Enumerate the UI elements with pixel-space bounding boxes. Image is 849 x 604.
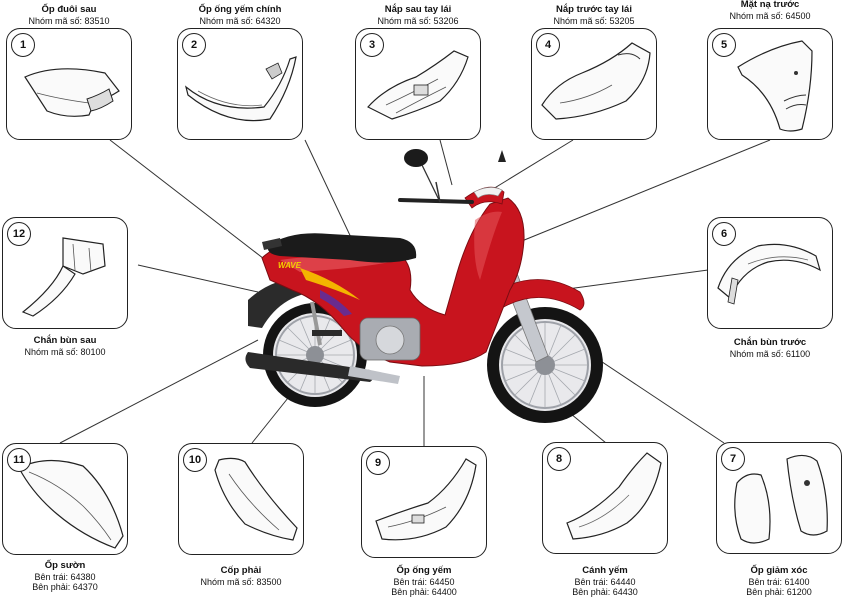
part-box-2: 2	[177, 28, 303, 140]
caption-3: Nắp sau tay lái Nhóm mã số: 53206	[355, 4, 481, 26]
part-title: Ốp giảm xóc	[750, 565, 808, 576]
part-number-badge: 3	[360, 33, 384, 57]
part-code: Nhóm mã số: 53205	[553, 15, 635, 26]
front-wheel	[487, 307, 603, 423]
caption-1: Ốp đuôi sau Nhóm mã số: 83510	[6, 4, 132, 26]
caption-9: Ốp ống yếm Bên trái: 64450 Bên phải: 644…	[361, 565, 487, 598]
caption-6: Chắn bùn trước Nhóm mã số: 61100	[707, 337, 833, 359]
part-title: Cánh yếm	[582, 565, 628, 576]
part-code: Nhóm mã số: 83500	[200, 576, 282, 587]
caption-2: Ốp ống yếm chính Nhóm mã số: 64320	[177, 4, 303, 26]
leader-line-5	[511, 139, 771, 246]
part-title: Ốp ống yếm	[396, 565, 452, 576]
part-title: Nắp trước tay lái	[556, 4, 632, 15]
part-code: Bên phải: 64370	[32, 582, 98, 592]
part-title: Ốp ống yếm chính	[198, 4, 282, 15]
caption-4: Nắp trước tay lái Nhóm mã số: 53205	[531, 4, 657, 26]
part-code: Nhóm mã số: 64500	[729, 10, 811, 21]
part-code: Bên trái: 64440	[574, 576, 636, 587]
part-code: Nhóm mã số: 53206	[377, 15, 459, 26]
leg-shield-wing-icon	[566, 452, 662, 540]
part-number-badge: 6	[712, 222, 736, 246]
caption-7: Ốp giảm xóc Bên trái: 61400 Bên phải: 61…	[716, 565, 842, 598]
leader-line-11	[59, 339, 259, 444]
part-title: Mặt nạ trước	[740, 0, 800, 10]
part-box-5: 5	[707, 28, 833, 140]
part-number-badge: 8	[547, 447, 571, 471]
side-body-cover-icon	[18, 459, 124, 549]
part-code: Nhóm mã số: 64320	[199, 15, 281, 26]
part-title: Ốp đuôi sau	[41, 4, 97, 15]
part-box-8: 8	[542, 442, 668, 554]
motorcycle-illustration: WAVE	[245, 149, 603, 423]
part-code: Bên phải: 64400	[391, 587, 457, 597]
part-title: Ốp sườn	[44, 560, 86, 571]
leader-line-10	[251, 397, 289, 444]
part-title: Chắn bùn sau	[33, 335, 97, 346]
rear-fender-icon	[21, 237, 106, 317]
part-code: Bên trái: 61400	[748, 576, 810, 587]
part-box-10: 10	[178, 443, 304, 555]
part-number-badge: 1	[11, 33, 35, 57]
part-number-badge: 12	[7, 222, 31, 246]
part-title: Chắn bùn trước	[733, 337, 807, 348]
part-number-badge: 5	[712, 33, 736, 57]
front-fender-icon	[717, 243, 821, 305]
part-number-badge: 11	[7, 448, 31, 472]
part-box-1: 1	[6, 28, 132, 140]
rear-tail-cover-icon	[24, 68, 120, 117]
shock-cover-icon	[734, 454, 828, 544]
front-handlebar-cover-icon	[541, 42, 651, 120]
leader-line-1	[109, 139, 269, 263]
leader-line-6	[559, 269, 709, 291]
part-code: Bên trái: 64450	[393, 576, 455, 587]
part-title: Nắp sau tay lái	[384, 4, 452, 15]
leader-line-3	[439, 139, 453, 186]
part-box-7: 7	[716, 442, 842, 554]
front-mask-icon	[737, 40, 813, 132]
svg-text:WAVE: WAVE	[278, 261, 302, 270]
part-code: Nhóm mã số: 80100	[24, 346, 106, 357]
leader-line-12	[137, 264, 259, 293]
part-number-badge: 2	[182, 33, 206, 57]
part-number-badge: 7	[721, 447, 745, 471]
part-box-9: 9	[361, 446, 487, 558]
part-title: Cốp phải	[220, 565, 262, 576]
caption-12: Chắn bùn sau Nhóm mã số: 80100	[2, 335, 128, 357]
part-number-badge: 9	[366, 451, 390, 475]
rear-handlebar-cover-icon	[367, 50, 469, 120]
caption-11: Ốp sườn Bên trái: 64380 Bên phải: 64370	[2, 560, 128, 593]
part-box-3: 3	[355, 28, 481, 140]
part-code: Bên phải: 61200	[746, 587, 812, 597]
leader-line-4	[487, 139, 574, 193]
caption-10: Cốp phải Nhóm mã số: 83500	[178, 565, 304, 587]
right-side-box-icon	[214, 457, 298, 541]
part-box-4: 4	[531, 28, 657, 140]
leg-shield-cover-icon	[375, 458, 477, 541]
part-box-6: 6	[707, 217, 833, 329]
part-code: Bên phải: 64430	[572, 587, 638, 597]
part-code: Bên trái: 64380	[34, 571, 96, 582]
part-number-badge: 10	[183, 448, 207, 472]
part-box-11: 11	[2, 443, 128, 555]
part-code: Nhóm mã số: 61100	[729, 348, 811, 359]
part-number-badge: 4	[536, 33, 560, 57]
caption-8: Cánh yếm Bên trái: 64440 Bên phải: 64430	[542, 565, 668, 598]
part-box-12: 12	[2, 217, 128, 329]
part-code: Nhóm mã số: 83510	[28, 15, 110, 26]
caption-5: Mặt nạ trước Nhóm mã số: 64500	[707, 0, 833, 21]
main-leg-shield-cover-icon	[184, 56, 297, 122]
